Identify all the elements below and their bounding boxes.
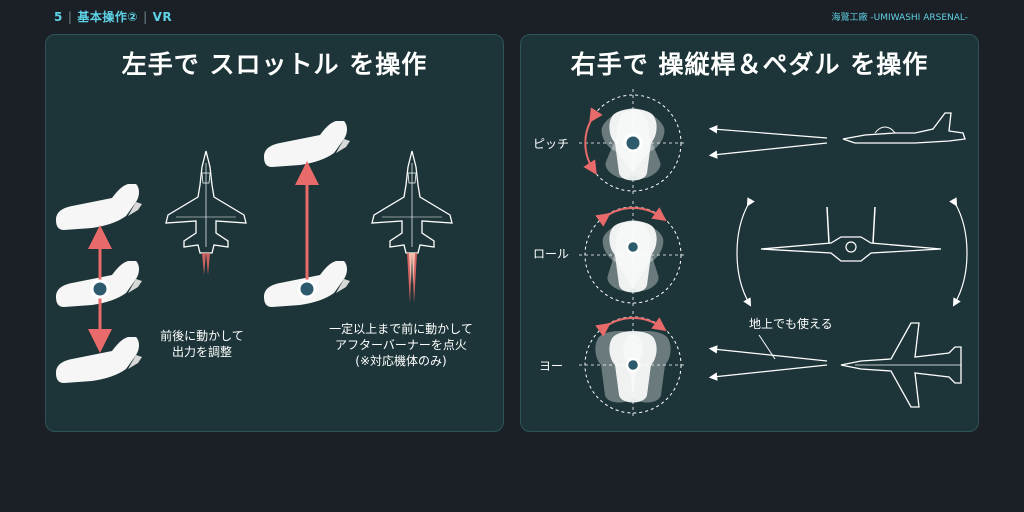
jet-topview-yaw-icon xyxy=(840,322,962,408)
pitch-label: ピッチ xyxy=(533,137,570,151)
throttle-illustration xyxy=(56,121,453,383)
section-number: 5 xyxy=(54,10,63,24)
afterburner-pivot-icon xyxy=(297,279,317,299)
ground-use-note: 地上でも使える xyxy=(749,317,833,331)
throttle-caption: 前後に動かして 出力を調整 xyxy=(160,329,244,359)
jet-afterburner-icon xyxy=(371,150,453,303)
jet-frontview-icon xyxy=(760,206,942,262)
throttle-pivot-icon xyxy=(90,279,110,299)
roll-label: ロール xyxy=(533,247,570,261)
jet-sideview-icon xyxy=(842,112,966,144)
throttle-panel: 左手で スロットル を操作 xyxy=(45,34,504,432)
pitch-arrow-down xyxy=(708,142,828,159)
roll-arrow-left xyxy=(736,197,755,307)
section-title: 基本操作② xyxy=(77,10,139,24)
stick-pedal-panel: 右手で 操縦桿＆ペダル を操作 xyxy=(520,34,979,432)
brand-label: 海鷲工廠 -UMIWASHI ARSENAL- xyxy=(831,13,968,23)
jet-topview-icon xyxy=(165,150,247,275)
pitch-stick-icon xyxy=(578,88,688,198)
top-bar: 5|基本操作②|VR 海鷲工廠 -UMIWASHI ARSENAL- xyxy=(0,0,1024,32)
throttle-panel-title: 左手で スロットル を操作 xyxy=(121,50,428,79)
afterburner-caption: 一定以上まで前に動かして アフターバーナーを点火 (※対応機体のみ) xyxy=(329,322,473,368)
throttle-icon-top xyxy=(56,184,142,230)
yaw-stick-icon xyxy=(578,310,688,420)
stick-panel-title: 右手で 操縦桿＆ペダル を操作 xyxy=(570,50,929,79)
note-leader-line xyxy=(758,334,776,360)
throttle-icon-forward xyxy=(264,121,350,167)
breadcrumb: 5|基本操作②|VR xyxy=(54,10,173,24)
roll-stick-icon xyxy=(578,200,688,310)
roll-arrow-right xyxy=(949,197,968,307)
yaw-arrow-up xyxy=(708,345,828,362)
yaw-arrow-down xyxy=(708,364,828,381)
section-tag: VR xyxy=(152,10,173,24)
pitch-arrow-up xyxy=(708,125,828,139)
stick-illustration xyxy=(578,88,968,420)
yaw-label: ヨー xyxy=(539,359,564,373)
throttle-icon-bottom xyxy=(56,337,142,383)
